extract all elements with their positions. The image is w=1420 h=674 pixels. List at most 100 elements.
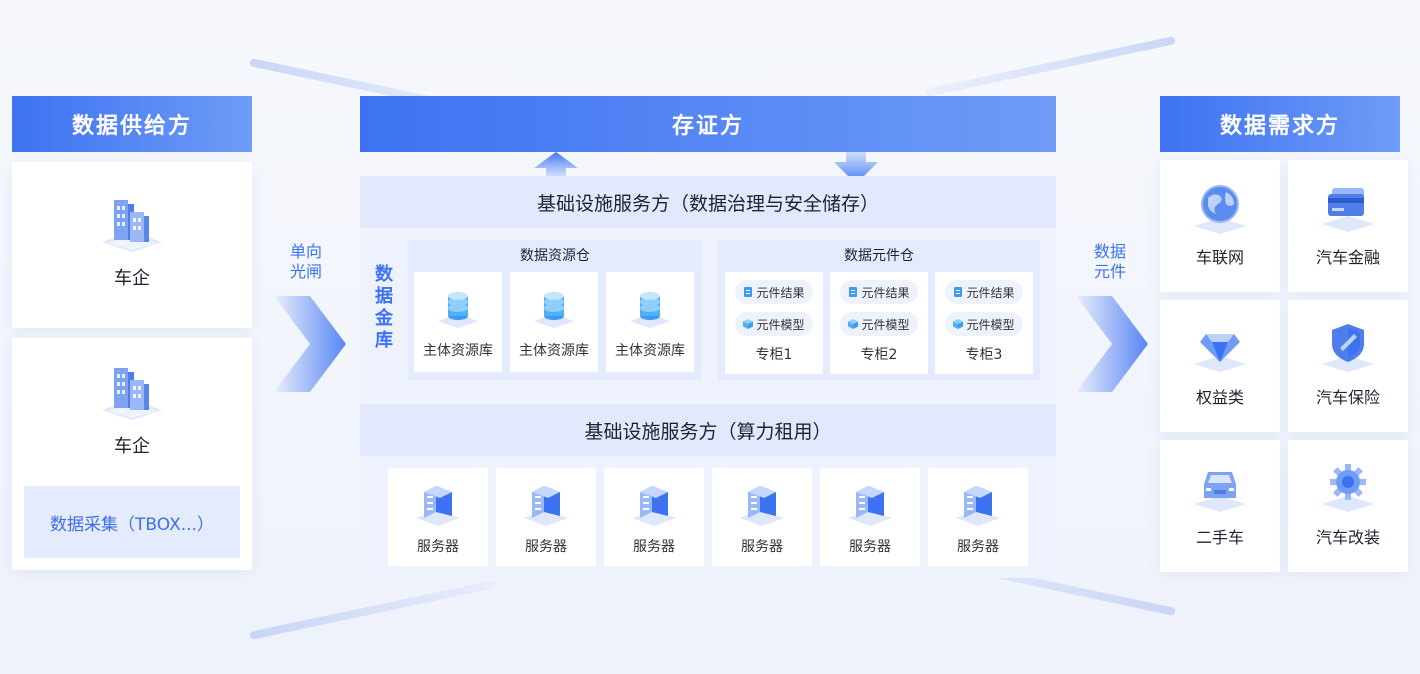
vault-label-char: 金 bbox=[375, 308, 393, 329]
demand-card: 汽车金融 bbox=[1288, 160, 1408, 292]
vault-label-char: 库 bbox=[375, 330, 393, 351]
supplier-name: 车企 bbox=[114, 268, 150, 289]
cube-icon bbox=[743, 319, 754, 329]
server-card: 服务器 bbox=[496, 468, 596, 566]
resource-warehouse-title: 数据资源仓 bbox=[520, 248, 590, 264]
element-model-pill: 元件模型 bbox=[840, 312, 918, 336]
supplier-name: 车企 bbox=[114, 436, 150, 457]
building-icon bbox=[102, 200, 162, 252]
database-icon bbox=[438, 292, 478, 328]
server-label: 服务器 bbox=[741, 539, 783, 555]
element-result-label: 元件结果 bbox=[756, 285, 805, 300]
demand-label: 车联网 bbox=[1195, 248, 1244, 267]
element-result-pill: 元件结果 bbox=[735, 280, 813, 304]
server-icon bbox=[740, 486, 784, 526]
cube-icon bbox=[953, 319, 964, 329]
server-label: 服务器 bbox=[957, 539, 999, 555]
globe-icon bbox=[1194, 185, 1246, 234]
decorative-line bbox=[249, 580, 496, 640]
cube-icon bbox=[848, 319, 859, 329]
resource-library-label: 主体资源库 bbox=[423, 343, 493, 359]
element-label-line: 数据 bbox=[1093, 242, 1126, 261]
element-warehouse: 数据元件仓 元件结果 元件模型 专柜1 元件结果 元件模型 专柜2 bbox=[718, 240, 1040, 380]
element-result-label: 元件结果 bbox=[861, 285, 910, 300]
building-icon bbox=[102, 368, 162, 420]
demand-label: 二手车 bbox=[1195, 528, 1244, 547]
server-card: 服务器 bbox=[820, 468, 920, 566]
data-collection-box: 数据采集（TBOX...） bbox=[24, 486, 240, 558]
compute-section-title: 基础设施服务方（算力租用） bbox=[360, 404, 1056, 456]
resource-warehouse: 数据资源仓 主体资源库 主体资源库 bbox=[408, 240, 702, 380]
element-result-pill: 元件结果 bbox=[840, 280, 918, 304]
resource-library-card: 主体资源库 bbox=[510, 272, 598, 372]
car-icon bbox=[1194, 472, 1246, 512]
element-model-pill: 元件模型 bbox=[945, 312, 1023, 336]
element-result-label: 元件结果 bbox=[966, 285, 1015, 300]
server-label: 服务器 bbox=[525, 539, 567, 555]
vault-label-char: 据 bbox=[375, 286, 393, 307]
demand-label: 汽车保险 bbox=[1315, 388, 1380, 407]
document-icon bbox=[954, 287, 963, 297]
cabinet-label: 专柜2 bbox=[860, 347, 898, 363]
server-card: 服务器 bbox=[712, 468, 812, 566]
demand-label: 汽车改装 bbox=[1315, 528, 1380, 547]
demand-card: 汽车保险 bbox=[1288, 300, 1408, 432]
server-icon bbox=[524, 486, 568, 526]
demand-label: 权益类 bbox=[1195, 388, 1244, 407]
cabinet-card: 元件结果 元件模型 专柜1 bbox=[725, 272, 823, 374]
demand-card: 二手车 bbox=[1160, 440, 1280, 572]
server-icon bbox=[632, 486, 676, 526]
resource-library-card: 主体资源库 bbox=[414, 272, 502, 372]
server-icon bbox=[956, 486, 1000, 526]
server-icon bbox=[416, 486, 460, 526]
demand-title: 数据需求方 bbox=[1160, 96, 1400, 152]
resource-library-card: 主体资源库 bbox=[606, 272, 694, 372]
database-icon bbox=[630, 292, 670, 328]
element-model-pill: 元件模型 bbox=[735, 312, 813, 336]
server-card: 服务器 bbox=[388, 468, 488, 566]
element-model-label: 元件模型 bbox=[756, 317, 805, 332]
supplier-title: 数据供给方 bbox=[12, 96, 252, 152]
data-element-label: 数据 元件 bbox=[1090, 242, 1130, 282]
demand-card: 车联网 bbox=[1160, 160, 1280, 292]
chevron-right-icon bbox=[274, 296, 346, 392]
server-label: 服务器 bbox=[633, 539, 675, 555]
vault-label-char: 数 bbox=[375, 264, 393, 285]
resource-library-label: 主体资源库 bbox=[615, 343, 685, 359]
document-icon bbox=[744, 287, 753, 297]
demand-label: 汽车金融 bbox=[1315, 248, 1380, 267]
supplier-card: 车企 数据采集（TBOX...） bbox=[12, 338, 252, 570]
server-label: 服务器 bbox=[849, 539, 891, 555]
element-warehouse-title: 数据元件仓 bbox=[844, 248, 914, 264]
cabinet-label: 专柜1 bbox=[755, 347, 793, 363]
gate-label-line: 单向 bbox=[289, 242, 322, 261]
server-card: 服务器 bbox=[928, 468, 1028, 566]
data-vault-label: 数 据 金 库 bbox=[370, 264, 398, 352]
governance-section-title: 基础设施服务方（数据治理与安全储存） bbox=[360, 176, 1056, 228]
arrow-up-icon bbox=[534, 152, 578, 176]
credit-card-icon bbox=[1322, 188, 1374, 232]
resource-library-label: 主体资源库 bbox=[519, 343, 589, 359]
document-icon bbox=[849, 287, 858, 297]
gate-label-line: 光闸 bbox=[289, 262, 322, 281]
cabinet-card: 元件结果 元件模型 专柜2 bbox=[830, 272, 928, 374]
cabinet-card: 元件结果 元件模型 专柜3 bbox=[935, 272, 1033, 374]
server-label: 服务器 bbox=[417, 539, 459, 555]
infrastructure-panel: 基础设施服务方（数据治理与安全储存） 数 据 金 库 数据资源仓 主体资源库 bbox=[360, 176, 1056, 578]
element-result-pill: 元件结果 bbox=[945, 280, 1023, 304]
one-way-gate-label: 单向 光闸 bbox=[286, 242, 326, 282]
demand-card: 权益类 bbox=[1160, 300, 1280, 432]
server-card: 服务器 bbox=[604, 468, 704, 566]
element-model-label: 元件模型 bbox=[861, 317, 910, 332]
shield-icon bbox=[1322, 324, 1374, 372]
cabinet-label: 专柜3 bbox=[965, 347, 1003, 363]
demand-card: 汽车改装 bbox=[1288, 440, 1408, 572]
decorative-line bbox=[924, 36, 1176, 97]
notary-title: 存证方 bbox=[360, 96, 1056, 152]
server-icon bbox=[848, 486, 892, 526]
chevron-right-icon bbox=[1076, 296, 1148, 392]
database-icon bbox=[534, 292, 574, 328]
diamond-icon bbox=[1194, 334, 1246, 372]
element-model-label: 元件模型 bbox=[966, 317, 1015, 332]
gear-icon bbox=[1322, 464, 1374, 512]
